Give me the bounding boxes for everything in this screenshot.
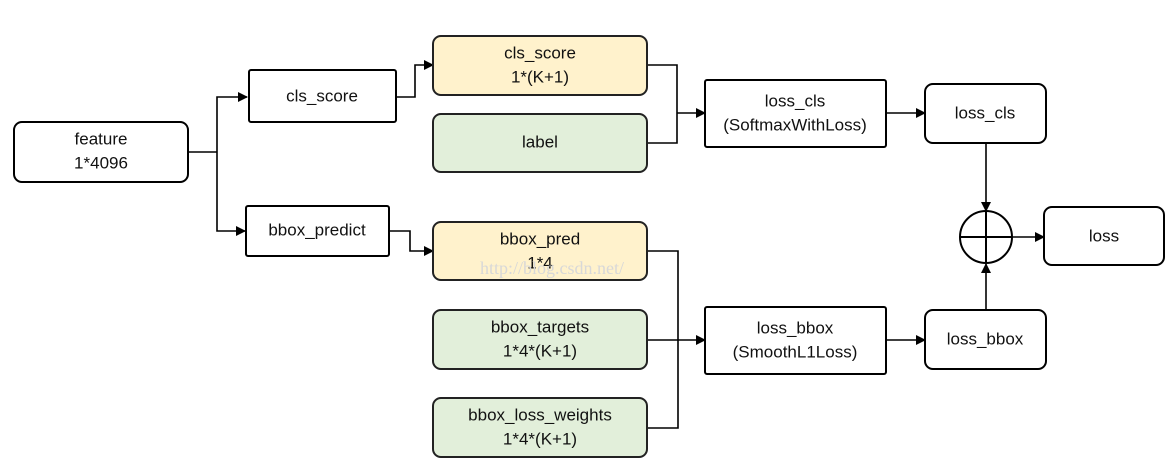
node-cls-score-layer: cls_score [248,69,397,123]
svg-text:bbox_targets: bbox_targets [491,317,589,336]
edges [188,60,1045,429]
svg-text:label: label [522,132,558,151]
plus-circle-icon [959,210,1013,264]
node-loss: loss [1043,206,1165,266]
svg-text:bbox_loss_weights: bbox_loss_weights [468,405,612,424]
svg-text:(SoftmaxWithLoss): (SoftmaxWithLoss) [723,115,867,134]
svg-text:feature: feature [75,129,128,148]
node-bbox-predict-layer: bbox_predict [245,205,390,257]
svg-text:1*4*(K+1): 1*4*(K+1) [503,341,577,360]
svg-text:1*4*(K+1): 1*4*(K+1) [503,429,577,448]
edge-bbox-weights-to-loss-bbox-layer [647,340,679,429]
node-cls-score-output: cls_score 1*(K+1) [432,35,648,96]
svg-text:1*4: 1*4 [527,253,553,272]
node-feature: feature 1*4096 [13,121,189,183]
edge-cls-output-to-loss-cls-layer [647,64,678,113]
svg-text:loss_bbox: loss_bbox [947,329,1024,348]
svg-text:cls_score: cls_score [286,86,358,105]
node-bbox-pred: bbox_pred 1*4 [432,221,648,281]
svg-text:(SmoothL1Loss): (SmoothL1Loss) [733,342,858,361]
svg-text:bbox_pred: bbox_pred [500,229,580,248]
node-bbox-targets: bbox_targets 1*4*(K+1) [432,309,648,370]
node-loss-bbox: loss_bbox [924,309,1047,370]
edge-bbox-predict-to-pred [389,230,434,256]
node-loss-cls-layer: loss_cls (SoftmaxWithLoss) [704,79,887,148]
edge-feature-to-bbox-predict [216,152,246,236]
node-loss-bbox-layer: loss_bbox (SmoothL1Loss) [704,306,887,375]
svg-text:loss_cls: loss_cls [955,103,1015,122]
svg-text:cls_score: cls_score [504,43,576,62]
edge-cls-score-to-output [396,60,434,98]
svg-text:loss: loss [1089,226,1119,245]
svg-text:1*(K+1): 1*(K+1) [511,67,569,86]
svg-text:loss_bbox: loss_bbox [757,318,834,337]
node-bbox-loss-weights: bbox_loss_weights 1*4*(K+1) [432,397,648,458]
svg-text:loss_cls: loss_cls [765,91,825,110]
svg-text:bbox_predict: bbox_predict [268,220,366,239]
node-loss-cls: loss_cls [924,83,1047,144]
edge-label-to-loss-cls-layer [647,113,678,144]
edge-bbox-pred-to-loss-bbox-layer [647,250,679,340]
edge-feature-to-cls-score [216,92,248,152]
svg-text:1*4096: 1*4096 [74,153,128,172]
watermark: http://blog.csdn.net/ [480,258,624,278]
node-label: label [432,113,648,173]
